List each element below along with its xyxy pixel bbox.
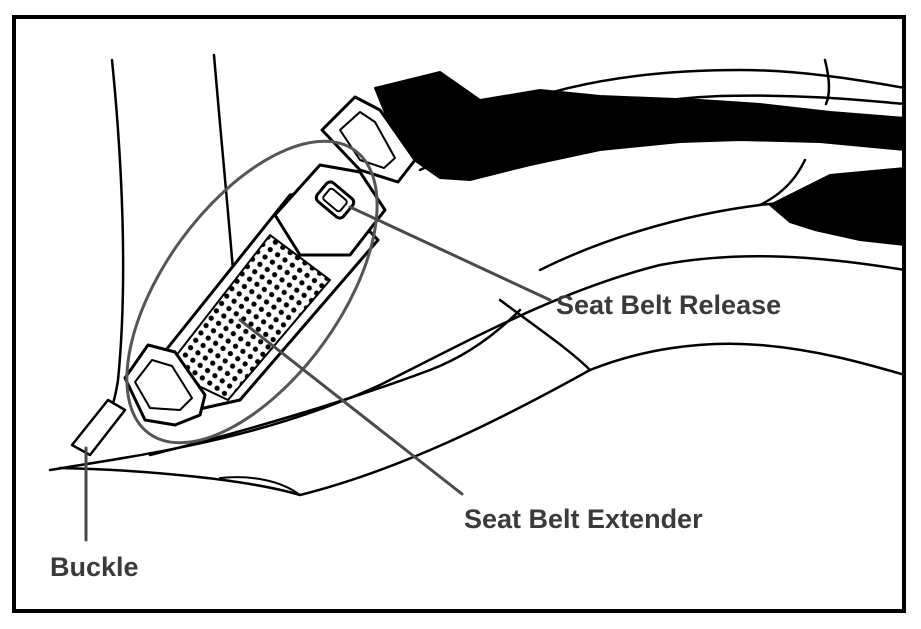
seat-cushion-front [58,342,904,497]
seat-right-bolster [758,158,807,207]
release-leader-line [348,205,552,302]
cushion-seam [498,298,592,372]
seat-belt-release-button [314,180,356,220]
latch-plate-top-slot [339,111,396,169]
seat-belt-extender-label: Seat Belt Extender [464,504,703,534]
buckle-label: Buckle [50,552,139,582]
extender-webbing [164,234,331,401]
cushion-seam-2 [148,308,522,457]
buckle-receptacle [70,398,127,457]
shoulder-belt-strap [374,71,904,181]
extender-leader-line [238,318,464,496]
extender-highlight-ellipse [125,139,379,445]
seat-belt-release-label: Seat Belt Release [556,290,782,320]
lap-belt-strap [769,167,904,246]
seat-bottom-seam [219,476,301,496]
seat-edge-vertical [823,58,831,106]
